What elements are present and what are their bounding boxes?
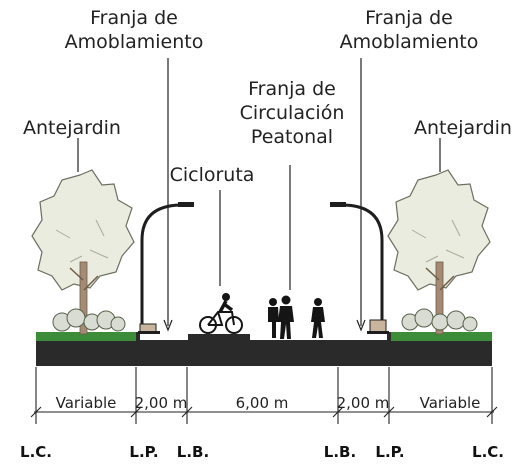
cyclist-icon [199,293,243,334]
label-antejardin-left: Antejardin [23,117,121,139]
pedestrian-icon-3 [311,298,325,338]
dimension-peatonal: 6,00 m [235,394,289,412]
label-cicloruta: Cicloruta [169,164,255,186]
dimension-variable-left: Variable [55,394,117,412]
dimension-amoblamiento-right: 2,00 m [336,394,390,412]
code-lb-left: L.B. [176,443,210,461]
dimension-line [30,367,498,424]
bench-icon-right [367,319,389,334]
code-lp-left: L.P. [129,443,159,461]
label-franja-amoblamiento-right: Franja de Amoblamiento [339,7,479,53]
shrub-icon-left [52,308,126,332]
streetlight-icon-left [140,202,194,334]
grass-left [36,332,138,341]
code-lc-right: L.C. [472,443,504,461]
code-lp-right: L.P. [375,443,405,461]
code-lb-right: L.B. [323,443,357,461]
label-franja-circulacion-peatonal: Franja de Circulación Peatonal [239,78,345,148]
code-lc-left: L.C. [20,443,52,461]
leader-lines [77,58,441,332]
tree-icon-right [387,169,491,335]
bench-icon-left [138,323,160,334]
curb-right [387,332,391,342]
tree-icon-left [31,169,135,335]
ground-slab [36,340,492,366]
label-antejardin-right: Antejardin [414,117,512,139]
grass-right [389,332,492,341]
label-franja-amoblamiento-left: Franja de Amoblamiento [64,7,204,53]
curb-left [136,332,140,342]
streetlight-icon-right [330,202,384,334]
pedestrian-icon-2 [278,295,294,339]
dimension-variable-right: Variable [419,394,481,412]
pedestrian-icon-1 [268,298,279,338]
shrub-icon-right [401,308,478,332]
dimension-amoblamiento-left: 2,00 m [134,394,188,412]
cicloruta-raise [188,334,250,341]
